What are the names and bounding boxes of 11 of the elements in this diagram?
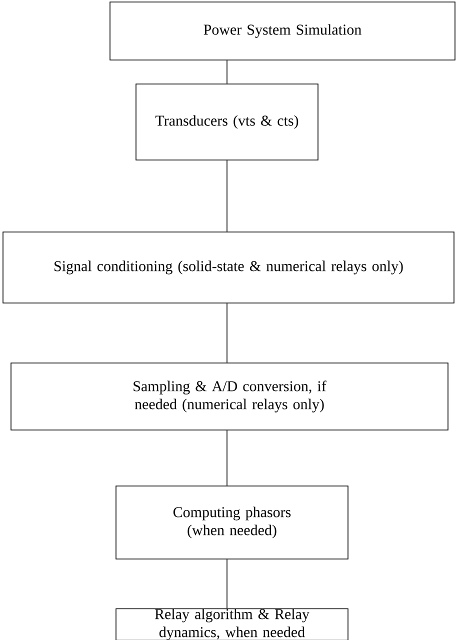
- connector-line: [226, 160, 228, 232]
- process-box: Transducers (vts & cts): [136, 84, 318, 160]
- process-box: Signal conditioning (solid-state & numerical relays only): [2, 232, 454, 304]
- connector-line: [226, 559, 228, 609]
- process-box: Sampling & A/D conversion, if needed (numerical relays only): [10, 362, 448, 430]
- connector-line: [226, 430, 228, 486]
- process-box: Power System Simulation: [110, 2, 456, 60]
- connector-line: [226, 60, 228, 84]
- connector-line: [226, 303, 228, 363]
- process-box: Relay algorithm & Relay dynamics, when needed: [116, 608, 348, 640]
- process-box: Computing phasors (when needed): [116, 486, 348, 560]
